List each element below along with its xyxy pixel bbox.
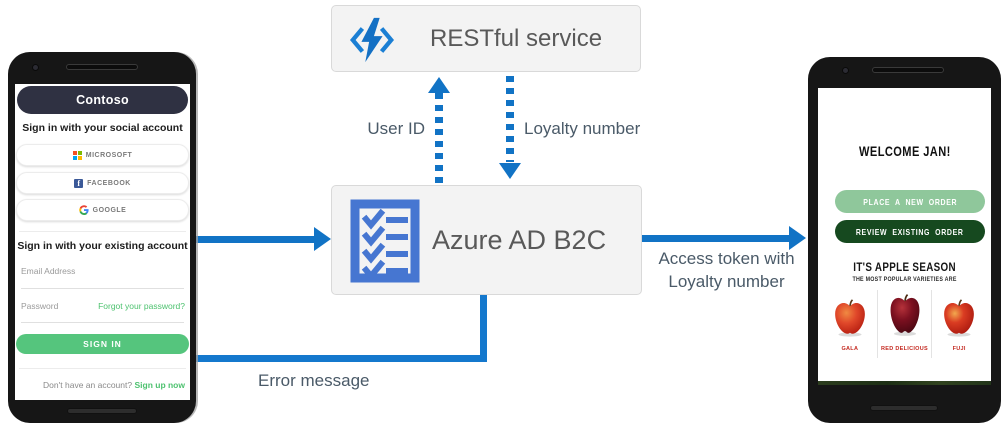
sign-in-arrow-body	[196, 236, 315, 243]
signup-prompt: Don't have an account?	[43, 380, 133, 390]
home-bar	[67, 408, 137, 414]
divider	[19, 231, 186, 232]
review-order-label: REVIEW EXISTING ORDER	[856, 226, 964, 237]
sign-in-arrow-head	[314, 227, 331, 251]
apple-name-label: FUJI	[952, 346, 966, 352]
microsoft-button-label: MICROSOFT	[85, 151, 133, 159]
red-delicious-apple-image	[888, 293, 922, 342]
left-phone-screen: Contoso Sign in with your social account…	[15, 84, 190, 400]
password-field[interactable]: Password	[21, 301, 59, 311]
error-path-vertical	[480, 295, 487, 362]
welcome-text: WELCOME JAN!	[858, 144, 951, 159]
restful-service-label: RESTful service	[430, 24, 603, 52]
contoso-title: Contoso	[76, 93, 129, 107]
user-id-label: User ID	[367, 119, 425, 138]
apple-cell-red-delicious: RED DELICIOUS	[876, 290, 932, 358]
gala-apple-image	[833, 299, 867, 342]
social-account-heading: Sign in with your social account	[22, 122, 183, 134]
password-field-underline	[21, 322, 184, 323]
google-signin-button[interactable]: GOOGLE	[16, 199, 189, 221]
google-logo-icon	[78, 205, 89, 215]
access-token-arrow-body	[642, 235, 790, 242]
apple-season-subtext: THE MOST POPULAR VARIETIES ARE	[852, 276, 957, 283]
loyalty-number-arrow-head	[499, 163, 521, 179]
grass-image-strip	[818, 381, 991, 385]
access-token-label-line1: Access token with	[658, 249, 795, 268]
azure-ad-b2c-box: Azure AD B2C	[331, 185, 642, 295]
review-order-button[interactable]: REVIEW EXISTING ORDER	[835, 220, 985, 243]
apple-season-heading: IT'S APPLE SEASON	[818, 260, 991, 274]
checklist-icon	[350, 199, 420, 288]
camera-icon	[842, 67, 849, 74]
speaker-slot	[66, 64, 138, 70]
apple-cell-gala: GALA	[823, 290, 877, 358]
sign-in-button[interactable]: SIGN IN	[16, 334, 189, 354]
facebook-button-label: FACEBOOK	[87, 179, 131, 187]
user-id-arrow-body	[435, 93, 443, 185]
email-field-underline	[21, 288, 184, 289]
speaker-slot	[872, 67, 944, 73]
right-phone-screen: WELCOME JAN! PLACE A NEW ORDER REVIEW EX…	[818, 88, 991, 385]
right-phone-frame: WELCOME JAN! PLACE A NEW ORDER REVIEW EX…	[808, 57, 1001, 423]
home-bar	[870, 405, 938, 411]
facebook-logo-icon: f	[74, 178, 84, 188]
google-button-label: GOOGLE	[92, 206, 127, 214]
apple-cell-fuji: FUJI	[931, 290, 986, 358]
azure-ad-b2c-label: Azure AD B2C	[432, 224, 607, 255]
apple-varieties-row: GALA RED DELICIOUS	[823, 290, 986, 358]
apple-season-subheading: THE MOST POPULAR VARIETIES ARE	[818, 276, 991, 283]
forgot-password-link[interactable]: Forgot your password?	[98, 301, 185, 311]
access-token-arrow-head	[789, 226, 806, 250]
access-token-label: Access token with Loyalty number	[645, 247, 808, 293]
apple-name-label: RED DELICIOUS	[881, 346, 928, 352]
user-id-arrow-head	[428, 77, 450, 93]
fuji-apple-image	[942, 299, 976, 342]
welcome-heading: WELCOME JAN!	[818, 144, 991, 159]
microsoft-logo-icon	[72, 150, 82, 160]
restful-service-box: RESTful service	[331, 5, 641, 72]
signup-link[interactable]: Sign up now	[134, 380, 185, 390]
azure-functions-icon	[348, 16, 396, 69]
left-phone-frame: Contoso Sign in with your social account…	[8, 52, 196, 423]
existing-account-heading: Sign in with your existing account	[17, 240, 188, 252]
facebook-signin-button[interactable]: f FACEBOOK	[16, 172, 189, 194]
place-order-label: PLACE A NEW ORDER	[863, 196, 957, 207]
camera-icon	[32, 64, 39, 71]
error-message-label: Error message	[258, 371, 370, 390]
signup-row: Don't have an account? Sign up now	[43, 380, 185, 390]
loyalty-number-label: Loyalty number	[524, 119, 641, 138]
apple-name-label: GALA	[841, 346, 859, 352]
loyalty-number-arrow-body	[506, 76, 514, 162]
access-token-label-line2: Loyalty number	[668, 272, 785, 291]
divider	[19, 368, 186, 369]
contoso-header: Contoso	[17, 86, 188, 114]
email-field[interactable]: Email Address	[21, 266, 76, 276]
sign-in-button-label: SIGN IN	[83, 339, 122, 349]
apple-season-text: IT'S APPLE SEASON	[853, 260, 956, 274]
error-path-horizontal	[196, 355, 487, 362]
place-order-button[interactable]: PLACE A NEW ORDER	[835, 190, 985, 213]
microsoft-signin-button[interactable]: MICROSOFT	[16, 144, 189, 166]
